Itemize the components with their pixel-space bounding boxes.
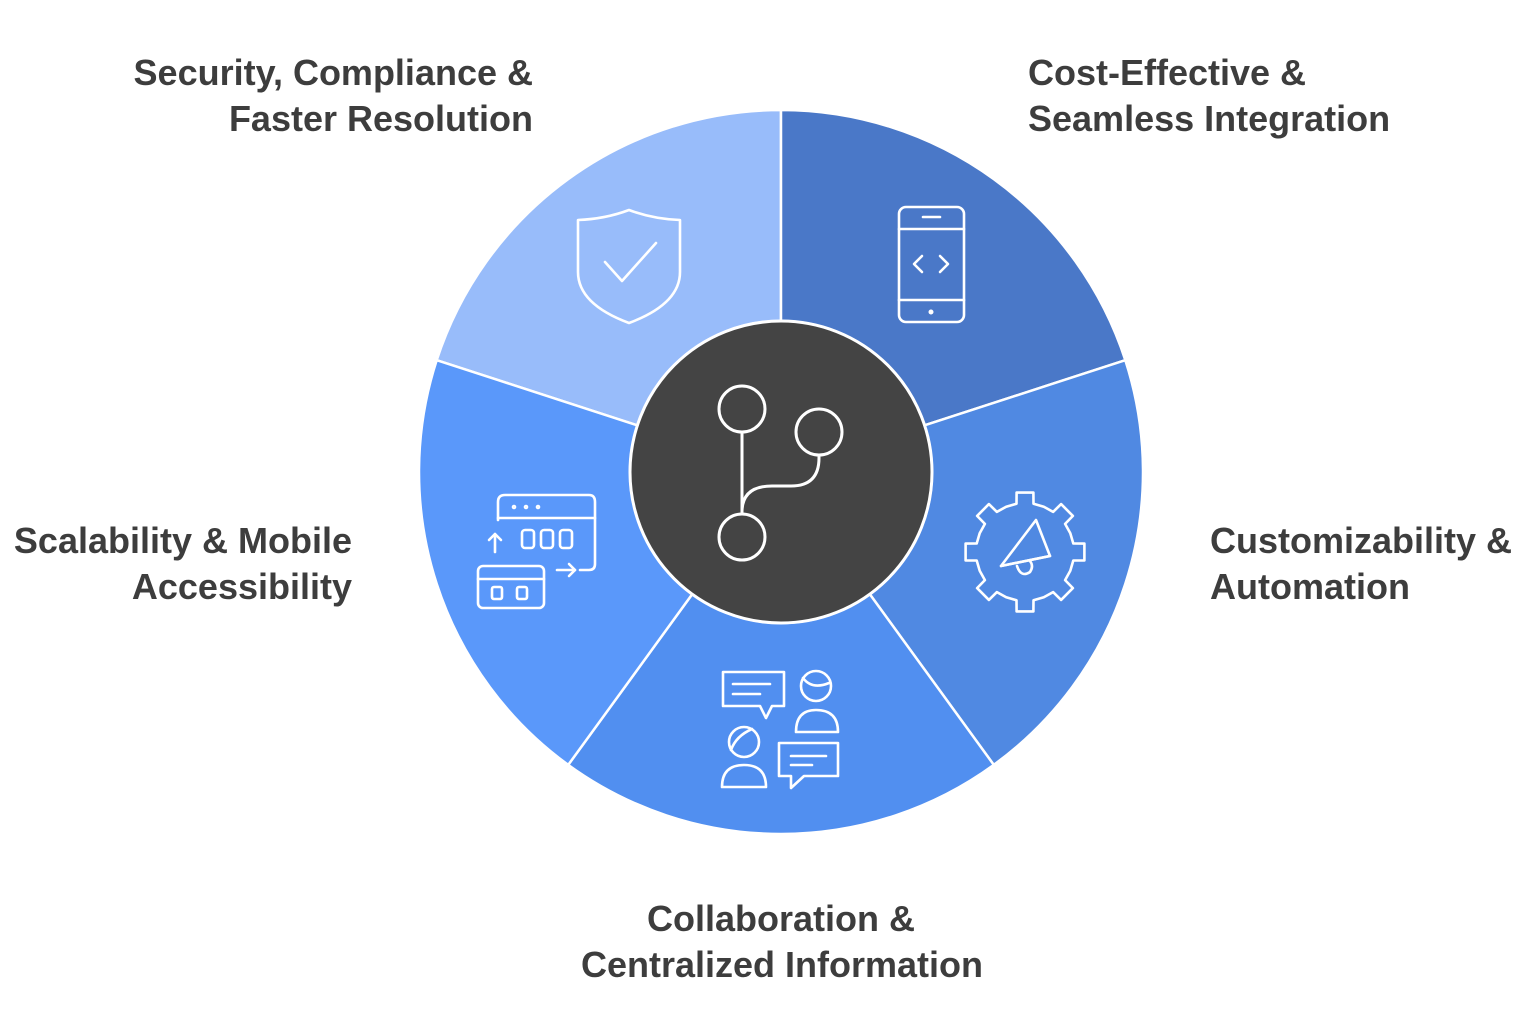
label-collaboration: Collaboration & Centralized Information <box>581 896 984 988</box>
label-scalability-line2: Accessibility <box>131 566 352 607</box>
label-customizability-line2: Automation <box>1210 566 1410 607</box>
app-windows-icon <box>476 493 597 610</box>
git-branch-icon <box>717 384 844 562</box>
label-cost-effective-line2: Seamless Integration <box>1028 98 1391 139</box>
label-customizability: Customizability & Automation <box>1210 518 1512 610</box>
label-collaboration-line2: Centralized Information <box>581 944 984 985</box>
mobile-code-icon <box>897 205 966 324</box>
label-cost-effective: Cost-Effective & Seamless Integration <box>1028 50 1390 142</box>
label-security-line2: Faster Resolution <box>228 98 533 139</box>
label-customizability-line1: Customizability & <box>1210 520 1513 561</box>
label-cost-effective-line1: Cost-Effective & <box>1028 52 1307 93</box>
people-chat-icon <box>720 669 840 790</box>
label-scalability: Scalability & Mobile Accessibility <box>14 518 352 610</box>
gear-megaphone-icon <box>964 491 1086 613</box>
label-collaboration-line1: Collaboration & <box>647 898 915 939</box>
label-security: Security, Compliance & Faster Resolution <box>134 50 533 142</box>
label-security-line1: Security, Compliance & <box>133 52 533 93</box>
center-disc <box>628 319 934 625</box>
shield-check-icon <box>576 208 682 325</box>
label-scalability-line1: Scalability & Mobile <box>13 520 352 561</box>
